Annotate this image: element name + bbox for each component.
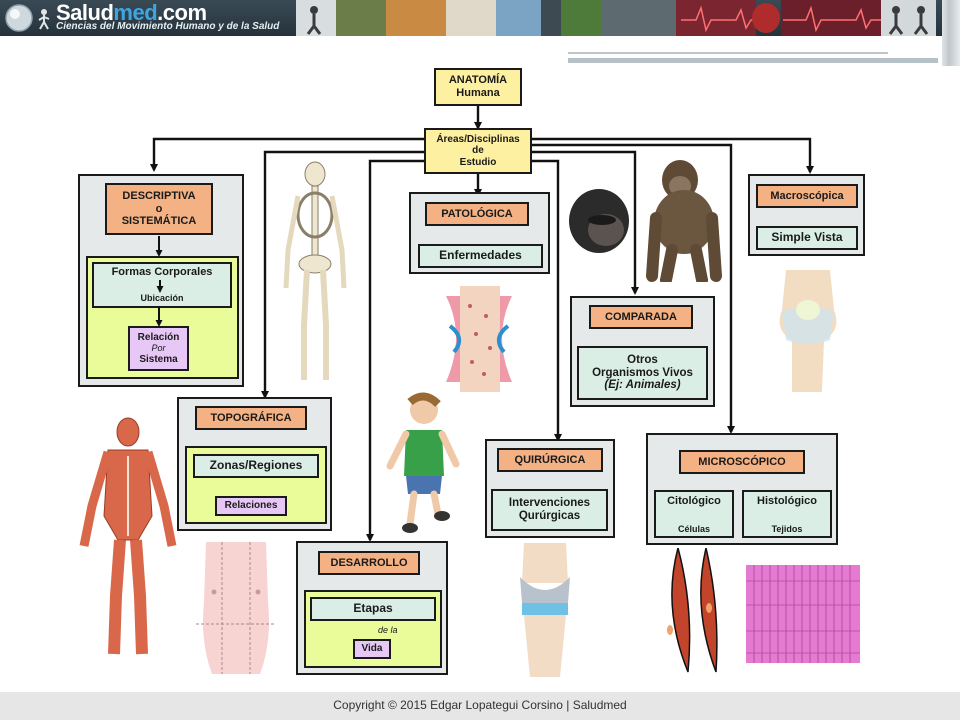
- sistema-label: Sistema: [139, 353, 178, 365]
- desarrollo-title: DESARROLLO: [318, 551, 420, 575]
- comparada-title: COMPARADA: [589, 305, 693, 329]
- relaciones-box: Relaciones: [215, 496, 287, 516]
- humana-label: Humana: [456, 87, 500, 99]
- histologico-box: [742, 490, 832, 538]
- por-label: Por: [151, 343, 166, 354]
- gorilla-illustration: [646, 160, 722, 282]
- organismos-vivos-label: Organismos Vivos: [592, 366, 693, 379]
- microscopico-title: MICROSCÓPICO: [679, 450, 805, 474]
- copyright-text: Copyright © 2015 Edgar Lopategui Corsino…: [333, 698, 627, 712]
- smooth-muscle-cells-illustration: [667, 548, 718, 673]
- logo-figure-icon: [38, 9, 50, 30]
- citologico-label: Citológico: [667, 495, 721, 507]
- quirurgica-title: QUIRÚRGICA: [497, 448, 603, 472]
- knee-illustration: [779, 270, 837, 392]
- formas-corporales-box: [92, 262, 232, 308]
- o-label: o: [155, 202, 163, 215]
- otros-label: Otros: [627, 354, 658, 367]
- enfermedades-box: Enfermedades: [418, 244, 543, 268]
- areas-disciplinas-box: Áreas/Disciplinas de Estudio: [424, 128, 532, 174]
- joint-illustration: [446, 286, 512, 392]
- descriptiva-label: DESCRIPTIVA: [122, 190, 196, 203]
- anatomia-humana-box: ANATOMÍA Humana: [434, 68, 522, 106]
- skeletal-muscle-tissue-illustration: [746, 565, 860, 663]
- descriptiva-title-box: DESCRIPTIVA o SISTEMÁTICA: [105, 183, 213, 235]
- histologico-label: Histológico: [757, 495, 817, 507]
- decorative-line: [568, 58, 938, 63]
- celulas-label: Células: [677, 524, 710, 534]
- areas-label: Áreas/Disciplinas: [436, 133, 520, 145]
- zonas-regiones-box: Zonas/Regiones: [193, 454, 319, 478]
- footer: Copyright © 2015 Edgar Lopategui Corsino…: [0, 692, 960, 720]
- qururgicas-label: Qurúrgicas: [518, 510, 581, 522]
- gorilla-head-illustration: [569, 189, 629, 253]
- relacion-label: Relación: [137, 331, 180, 343]
- de-la-label: de la: [378, 625, 398, 635]
- muscular-body-illustration: [79, 417, 177, 655]
- sistematica-label: SISTEMÁTICA: [121, 215, 197, 228]
- ubicacion-label: Ubicación: [140, 293, 184, 303]
- ej-animales-label: (Ej: Animales): [604, 379, 681, 392]
- citologico-box: [654, 490, 734, 538]
- child-running-illustration: [386, 392, 460, 533]
- topografica-title: TOPOGRÁFICA: [195, 406, 307, 430]
- tejidos-label: Tejidos: [771, 524, 803, 534]
- de-label: de: [472, 145, 484, 157]
- knee-prosthesis-illustration: [520, 543, 570, 677]
- header-edge-bar: [942, 0, 960, 66]
- patologica-title: PATOLÓGICA: [425, 202, 529, 226]
- header-photo-strip: [296, 0, 936, 36]
- logo-text: Saludmed.com: [56, 0, 207, 25]
- logo-tagline: Ciencias del Movimiento Humano y de la S…: [56, 21, 280, 32]
- otros-organismos-box: Otros Organismos Vivos (Ej: Animales): [577, 346, 708, 400]
- logo-ball-icon: [5, 4, 33, 32]
- intervenciones-box: Intervenciones Qurúrgicas: [491, 489, 608, 531]
- vida-box: Vida: [353, 639, 391, 659]
- etapas-box: Etapas: [310, 597, 436, 621]
- macroscopica-title: Macroscópica: [756, 184, 858, 208]
- torso-regions-illustration: [196, 542, 276, 674]
- relacion-sistema-box: Relación Por Sistema: [128, 326, 189, 371]
- header-banner: Saludmed.com Ciencias del Movimiento Hum…: [0, 0, 945, 36]
- decorative-line: [568, 52, 888, 54]
- anatomia-label: ANATOMÍA: [448, 74, 508, 87]
- formas-corporales-label: Formas Corporales: [111, 266, 213, 278]
- simple-vista-box: Simple Vista: [756, 226, 858, 250]
- estudio-label: Estudio: [459, 156, 497, 168]
- intervenciones-label: Intervenciones: [508, 497, 591, 510]
- skeleton-illustration: [283, 161, 347, 380]
